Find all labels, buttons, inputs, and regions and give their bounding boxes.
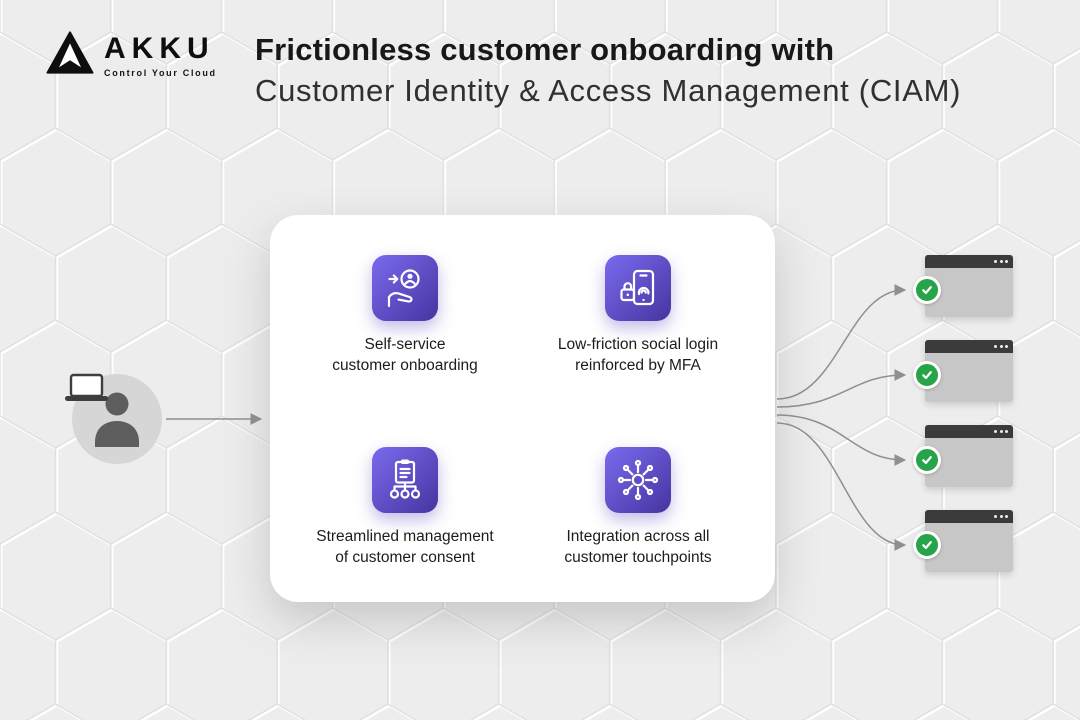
window-titlebar — [925, 255, 1013, 268]
feature-label: Streamlined management of customer conse… — [316, 528, 494, 566]
window-dot — [1005, 515, 1008, 518]
feature-label: Self-service customer onboarding — [332, 336, 478, 374]
feature-label: Integration across all customer touchpoi… — [564, 528, 712, 566]
feature-tile — [372, 255, 438, 321]
window-dot — [999, 430, 1003, 433]
window-titlebar — [925, 340, 1013, 353]
hand-person-plus-icon — [387, 269, 420, 308]
brand-tagline: Control Your Cloud — [104, 68, 217, 78]
check-circle-icon — [913, 276, 941, 304]
window-dot — [999, 260, 1003, 263]
clipboard-people-icon — [389, 459, 421, 499]
ciam-feature-card: Self-service customer onboarding Low-fri… — [270, 215, 775, 602]
feature-label: Low-friction social login reinforced by … — [557, 336, 719, 374]
check-circle-icon — [913, 361, 941, 389]
endpoint-window-1 — [913, 255, 1013, 317]
endpoint-window-4 — [913, 510, 1013, 572]
window-dot — [994, 345, 997, 348]
brand-name: AKKU — [104, 32, 215, 65]
brand-logo: AKKU Control Your Cloud — [46, 30, 217, 78]
endpoint-window-2 — [913, 340, 1013, 402]
window-dot — [1005, 260, 1008, 263]
feature-touchpoint-integration: Integration across all customer touchpoi… — [518, 447, 758, 568]
page-title: Frictionless customer onboarding with Cu… — [255, 32, 961, 109]
window-dot — [994, 430, 997, 433]
akku-logo-icon — [46, 31, 94, 74]
network-hub-icon — [617, 459, 659, 501]
feature-self-service-onboarding: Self-service customer onboarding — [285, 255, 525, 376]
title-line2: Customer Identity & Access Management (C… — [255, 73, 962, 108]
feature-tile — [605, 447, 671, 513]
customer-actor — [65, 373, 162, 464]
feature-social-login-mfa: Low-friction social login reinforced by … — [518, 255, 758, 376]
window-dot — [1005, 345, 1008, 348]
window-dot — [994, 515, 997, 518]
feature-tile — [372, 447, 438, 513]
endpoint-window-3 — [913, 425, 1013, 487]
check-circle-icon — [913, 531, 941, 559]
window-dot — [1005, 430, 1008, 433]
window-titlebar — [925, 510, 1013, 523]
feature-customer-consent: Streamlined management of customer conse… — [285, 447, 525, 568]
window-titlebar — [925, 425, 1013, 438]
laptop-icon — [65, 373, 108, 401]
window-dot — [994, 260, 997, 263]
title-line1: Frictionless customer onboarding with — [255, 32, 835, 67]
window-dot — [999, 515, 1003, 518]
check-circle-icon — [913, 446, 941, 474]
feature-tile — [605, 255, 671, 321]
person-icon — [105, 392, 129, 416]
window-dot — [999, 345, 1003, 348]
phone-lock-fingerprint-icon — [620, 269, 655, 306]
